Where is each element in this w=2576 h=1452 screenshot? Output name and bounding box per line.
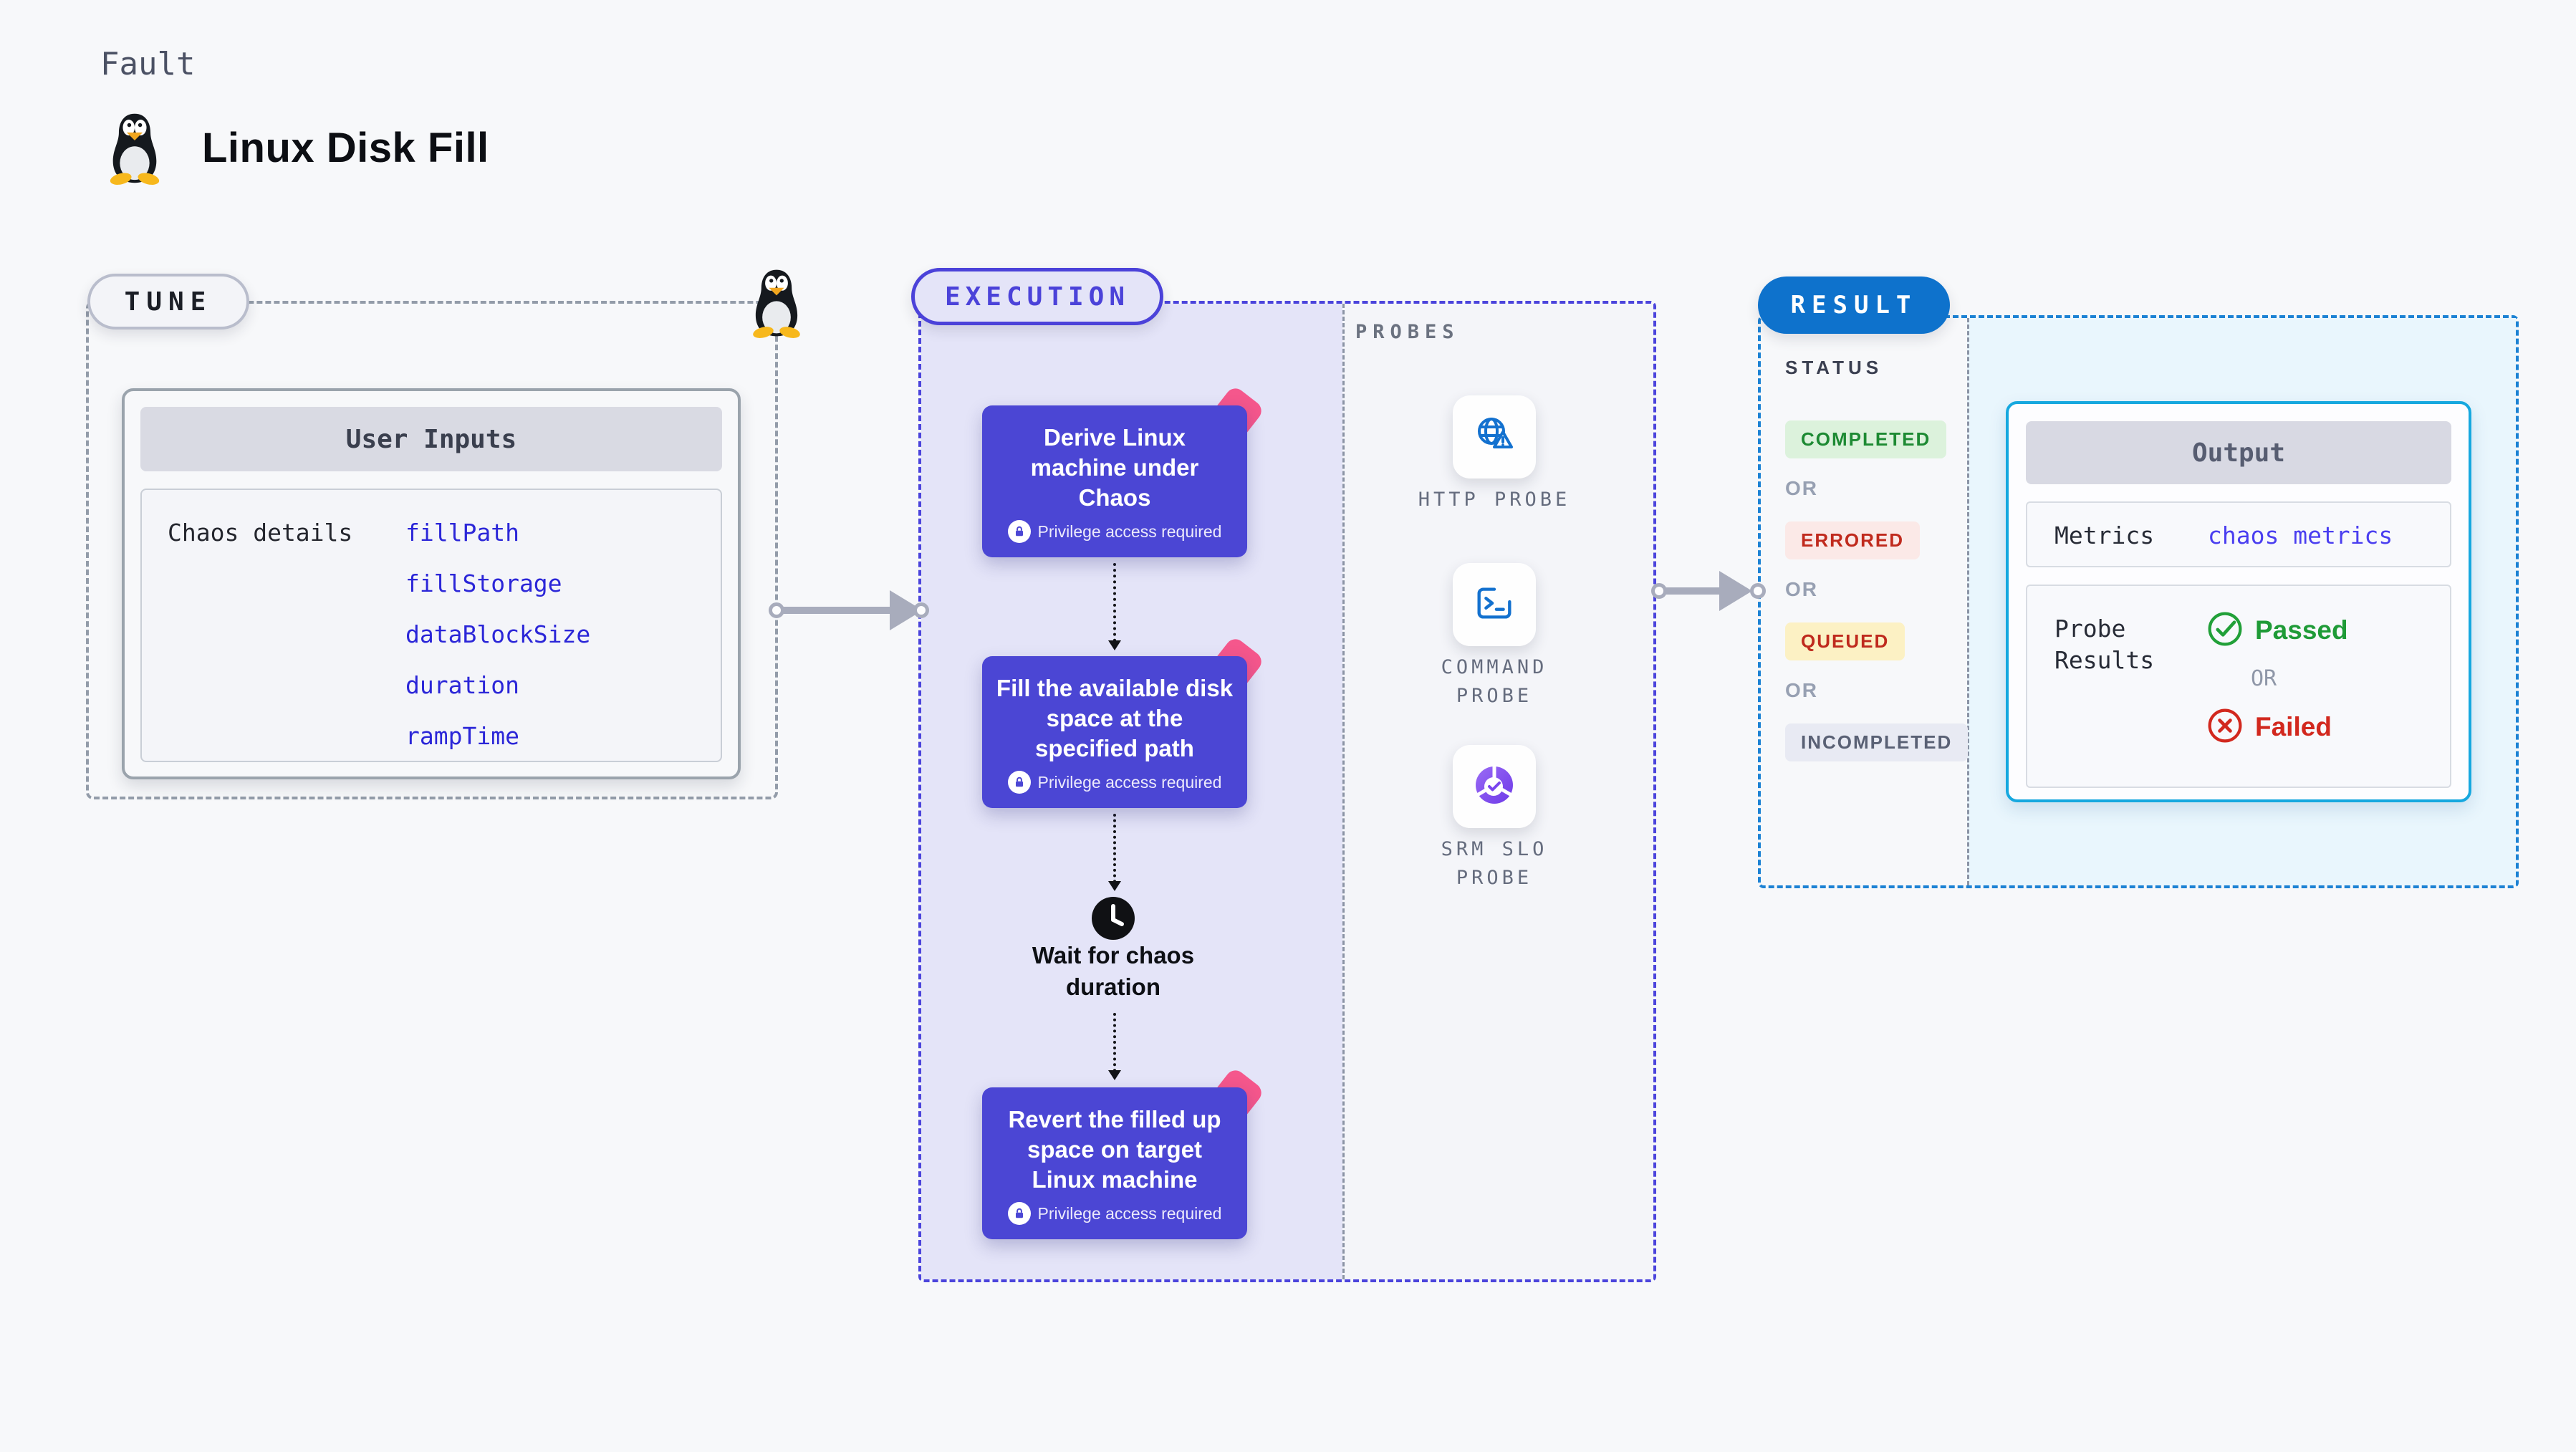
input-datablocksize[interactable]: dataBlockSize xyxy=(405,620,591,648)
flow-arrow-1 xyxy=(1108,563,1121,650)
step-title: Derive Linux machine under Chaos xyxy=(1030,424,1199,511)
or-separator: OR xyxy=(2251,666,2277,691)
input-duration[interactable]: duration xyxy=(405,671,519,699)
or-separator: OR xyxy=(1785,477,1818,499)
globe-alert-icon xyxy=(1471,413,1517,462)
linux-tux-icon xyxy=(105,112,165,185)
step-title: Revert the filled up space on target Lin… xyxy=(1008,1106,1221,1193)
flow-arrow-2 xyxy=(1108,814,1121,891)
privilege-label: Privilege access required xyxy=(1037,772,1222,792)
wait-duration-label: Wait for chaos duration xyxy=(1032,942,1195,1000)
input-fillstorage[interactable]: fillStorage xyxy=(405,569,562,597)
page-title: Linux Disk Fill xyxy=(202,125,489,171)
failed-label: Failed xyxy=(2255,712,2332,741)
metrics-row: Metrics chaos metrics xyxy=(2026,501,2451,567)
tune-pill: TUNE xyxy=(87,274,249,330)
output-card: Output Metrics chaos metrics Probe Resul… xyxy=(2006,401,2471,802)
or-separator: OR xyxy=(1785,679,1818,701)
fault-eyebrow: Fault xyxy=(100,46,196,82)
slo-pie-icon xyxy=(1471,762,1517,812)
status-heading: STATUS xyxy=(1785,357,1883,378)
input-fillpath[interactable]: fillPath xyxy=(405,519,519,547)
srm-slo-probe-label: SRM SLO PROBE xyxy=(1441,838,1548,889)
failed-row: Failed xyxy=(2206,708,2332,746)
chaos-details-values: fillPath fillStorage dataBlockSize durat… xyxy=(405,519,590,751)
status-badge-queued: QUEUED xyxy=(1785,622,1905,660)
lock-icon xyxy=(1007,771,1031,794)
user-inputs-card: User Inputs Chaos details fillPath fillS… xyxy=(122,388,741,779)
terminal-icon xyxy=(1472,581,1517,629)
user-inputs-header: User Inputs xyxy=(140,407,722,471)
tux-corner-icon xyxy=(748,268,805,338)
step-title: Fill the available disk space at the spe… xyxy=(996,675,1234,761)
execution-pill: EXECUTION xyxy=(911,268,1163,325)
result-pill: RESULT xyxy=(1758,277,1950,334)
lock-icon xyxy=(1007,1202,1031,1225)
passed-label: Passed xyxy=(2255,615,2348,645)
srm-slo-probe-card xyxy=(1453,745,1536,828)
probes-heading: PROBES xyxy=(1355,321,1460,343)
command-probe-card xyxy=(1453,563,1536,646)
privilege-badge: Privilege access required xyxy=(1007,1202,1222,1225)
privilege-badge: Privilege access required xyxy=(1007,520,1222,543)
metrics-label: Metrics xyxy=(2054,521,2155,549)
privilege-label: Privilege access required xyxy=(1037,1203,1222,1223)
http-probe-label: HTTP PROBE xyxy=(1418,489,1571,511)
input-ramptime[interactable]: rampTime xyxy=(405,722,519,750)
privilege-label: Privilege access required xyxy=(1037,521,1222,541)
privilege-badge: Privilege access required xyxy=(1007,771,1222,794)
status-badge-incompleted: INCOMPLETED xyxy=(1785,723,1969,761)
chaos-metrics-link[interactable]: chaos metrics xyxy=(2208,521,2393,549)
chaos-details-label: Chaos details xyxy=(168,519,353,547)
flow-arrow-3 xyxy=(1108,1013,1121,1080)
check-circle-icon xyxy=(2206,610,2244,651)
x-circle-icon xyxy=(2206,707,2244,748)
command-probe-label: COMMAND PROBE xyxy=(1441,656,1548,707)
user-inputs-body: Chaos details fillPath fillStorage dataB… xyxy=(140,489,722,762)
tune-section xyxy=(86,301,778,799)
probe-results-label: Probe Results xyxy=(2054,615,2155,674)
clock-icon xyxy=(1090,895,1136,941)
status-badge-errored: ERRORED xyxy=(1785,521,1921,559)
http-probe-card xyxy=(1453,395,1536,479)
output-header: Output xyxy=(2026,421,2451,484)
passed-row: Passed xyxy=(2206,612,2348,649)
step-card-revert: Revert the filled up space on target Lin… xyxy=(982,1066,1266,1239)
probe-results-row: Probe Results Passed OR xyxy=(2026,585,2451,788)
lock-icon xyxy=(1007,520,1031,543)
step-card-fill: Fill the available disk space at the spe… xyxy=(982,635,1266,808)
status-column: STATUS COMPLETED OR ERRORED OR QUEUED OR… xyxy=(1785,357,1969,761)
status-badge-completed: COMPLETED xyxy=(1785,420,1947,458)
or-separator: OR xyxy=(1785,578,1818,600)
step-card-derive: Derive Linux machine under Chaos Privile… xyxy=(982,384,1266,557)
